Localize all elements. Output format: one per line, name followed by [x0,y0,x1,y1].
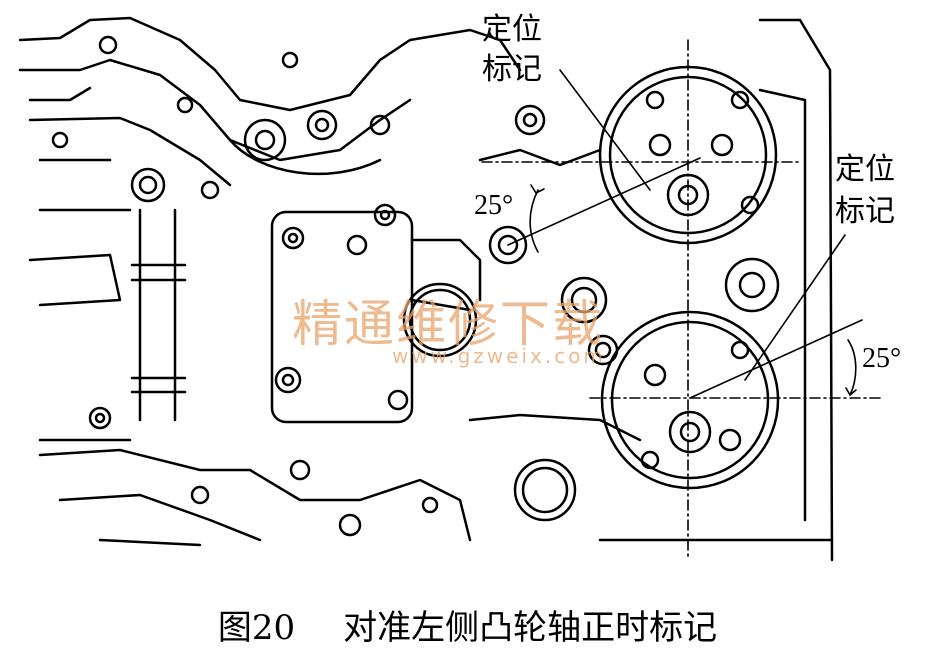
watermark-text: 精通维修下载 [292,295,604,353]
cover-plate [270,210,414,424]
upper-housing-outline [18,16,522,112]
camshaft-drawing [18,16,881,562]
angle-label-right: 25° [862,343,902,374]
reference-lines [481,39,881,561]
mark-label-right-line1: 定位 [835,152,895,187]
figure-caption: 图20 对准左侧凸轮轴正时标记 [0,596,935,652]
lower-camshaft-sprocket [600,310,780,490]
left-shaft [138,208,177,422]
engine-timing-diagram: 精通维修下载 www.gzweix.com 定位 标记 定位 标记 25° 25… [18,12,902,562]
mark-label-top-line2: 标记 [482,52,542,87]
caption-title: 对准左侧凸轮轴正时标记 [343,607,718,648]
mark-label-right-line2: 标记 [835,194,895,229]
idler-gear [724,257,780,313]
mark-label-top-line1: 定位 [482,12,542,47]
watermark-url: www.gzweix.com [392,344,606,368]
lower-housing-outline [38,448,472,542]
caption-number: 图20 [217,607,296,648]
angle-label-left: 25° [474,190,514,221]
